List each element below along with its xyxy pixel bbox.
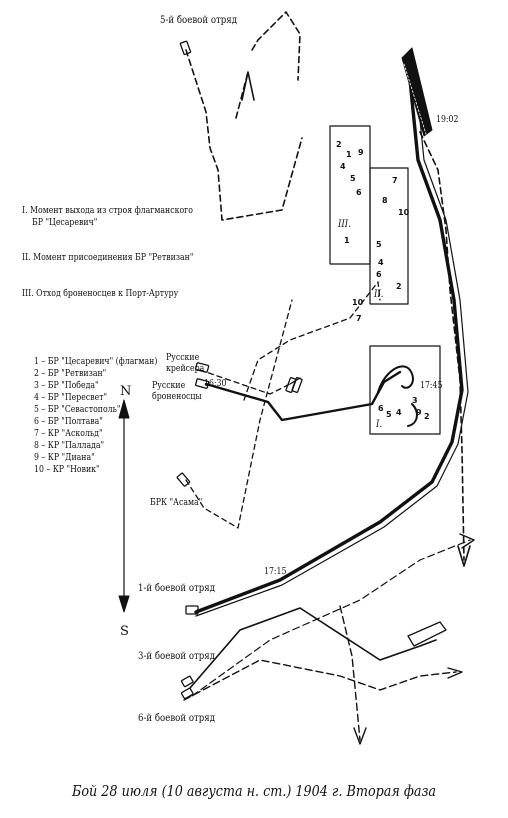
- compass-south: S: [120, 624, 129, 639]
- ship-marker: 6: [356, 188, 362, 197]
- phase-I-label-2: БР "Цесаревич": [32, 217, 98, 228]
- russian-fleet-loop: [377, 365, 414, 393]
- time-17-15: 17:15: [264, 566, 287, 577]
- ship-marker: 7: [356, 314, 362, 323]
- ship-marker: 10: [398, 208, 410, 217]
- track-1st-detachment: [194, 78, 464, 614]
- ship-6th: [180, 687, 194, 700]
- ship-marker: 6: [376, 270, 382, 279]
- map-caption: Бой 28 июля (10 августа н. ст.) 1904 г. …: [71, 782, 437, 800]
- lead-ship-19-02: [401, 47, 433, 137]
- ship-marker: 9: [358, 148, 364, 157]
- track-1st-detachment-outer: [195, 79, 469, 617]
- ship-marker: 1: [344, 236, 350, 245]
- compass-south-arrow: [118, 595, 130, 613]
- ship-marker: 4: [378, 258, 384, 267]
- track-dashed-down: [339, 605, 361, 741]
- track-6th-detachment: [191, 539, 471, 697]
- track-russian-cruisers: [199, 369, 291, 395]
- legend-item: 10 – КР "Новик": [34, 464, 100, 475]
- ship-marker: 5: [386, 410, 392, 419]
- label-asama: БРК "Асама": [150, 497, 203, 508]
- ship-marker: 4: [396, 408, 402, 417]
- ship-marker: 8: [382, 196, 388, 205]
- cruiser-arc: [243, 281, 381, 401]
- label-russian-cruisers-1: Русские: [166, 352, 200, 363]
- time-16-30: 16:30: [204, 378, 227, 389]
- label-1st-detachment: 1-й боевой отряд: [138, 582, 216, 594]
- legend-item: 9 – КР "Диана": [34, 452, 95, 463]
- box-label-III: III.: [338, 218, 351, 230]
- compass-north-arrow: [118, 399, 130, 419]
- time-17-45: 17:45: [420, 380, 443, 391]
- phase-II-label: II. Момент присоединения БР "Ретвизан": [22, 252, 194, 263]
- track-asama: [185, 299, 293, 529]
- ship-battleships: [195, 378, 210, 389]
- legend-item: 2 – БР "Ретвизан": [34, 368, 107, 379]
- track-russian-battleships: [204, 370, 402, 422]
- legend-item: 8 – КР "Паллада": [34, 440, 105, 451]
- ship-marker: 2: [396, 282, 402, 291]
- label-6th-detachment: 6-й боевой отряд: [138, 712, 216, 724]
- label-russian-cruisers-2: крейсера: [166, 363, 205, 374]
- ship-marker: 2: [336, 140, 342, 149]
- ship-1st: [185, 605, 199, 615]
- time-19-02: 19:02: [436, 114, 459, 125]
- ships-japanese-near-battleships: [285, 377, 297, 393]
- track-3rd-detachment: [189, 607, 437, 689]
- legend-item: 7 – КР "Аскольд": [34, 428, 103, 439]
- box-phase-I: [369, 345, 441, 435]
- dashed-track-right: [419, 131, 465, 561]
- ship-marker: 6: [378, 404, 384, 413]
- track-3rd-dashed: [183, 659, 457, 701]
- phase-III-label: III. Отход броненосцев к Порт-Артуру: [22, 288, 179, 299]
- ship-marker: 7: [392, 176, 398, 185]
- label-5th-detachment: 5-й боевой отряд: [160, 14, 238, 26]
- legend-item: 5 – БР "Севастополь": [34, 404, 121, 415]
- label-3rd-detachment: 3-й боевой отряд: [138, 650, 216, 662]
- ship-marker: 1: [346, 150, 352, 159]
- ship-5th: [179, 40, 192, 56]
- legend-item: 1 – БР "Цесаревич" (флагман): [34, 356, 158, 367]
- arrow-5th: [241, 71, 255, 101]
- ship-marker: 9: [416, 408, 422, 417]
- ship-3rd: [180, 675, 194, 688]
- ship-marker: 3: [412, 396, 418, 405]
- ship-asama: [176, 472, 191, 487]
- ship-marker: 10: [352, 298, 364, 307]
- ship-marker: 2: [424, 412, 430, 421]
- label-russian-battleships-1: Русские: [152, 380, 186, 391]
- ship-marker: 4: [340, 162, 346, 171]
- compass-north: N: [120, 384, 132, 399]
- ship-marker: 5: [350, 174, 356, 183]
- box-label-II: II.: [374, 288, 384, 300]
- ship-outline-east: [407, 621, 447, 647]
- box-label-I: I.: [376, 418, 383, 430]
- ship-marker: 5: [376, 240, 382, 249]
- label-russian-battleships-2: броненосцы: [152, 391, 202, 402]
- legend-item: 6 – БР "Полтава": [34, 416, 103, 427]
- ship-cruisers: [195, 362, 210, 373]
- box-phase-II: [369, 167, 409, 305]
- legend-item: 3 – БР "Победа": [34, 380, 99, 391]
- legend-item: 4 – БР "Пересвет": [34, 392, 108, 403]
- track-5th-detachment: [185, 11, 303, 221]
- phase-I-label: I. Момент выхода из строя флагманского: [22, 205, 193, 216]
